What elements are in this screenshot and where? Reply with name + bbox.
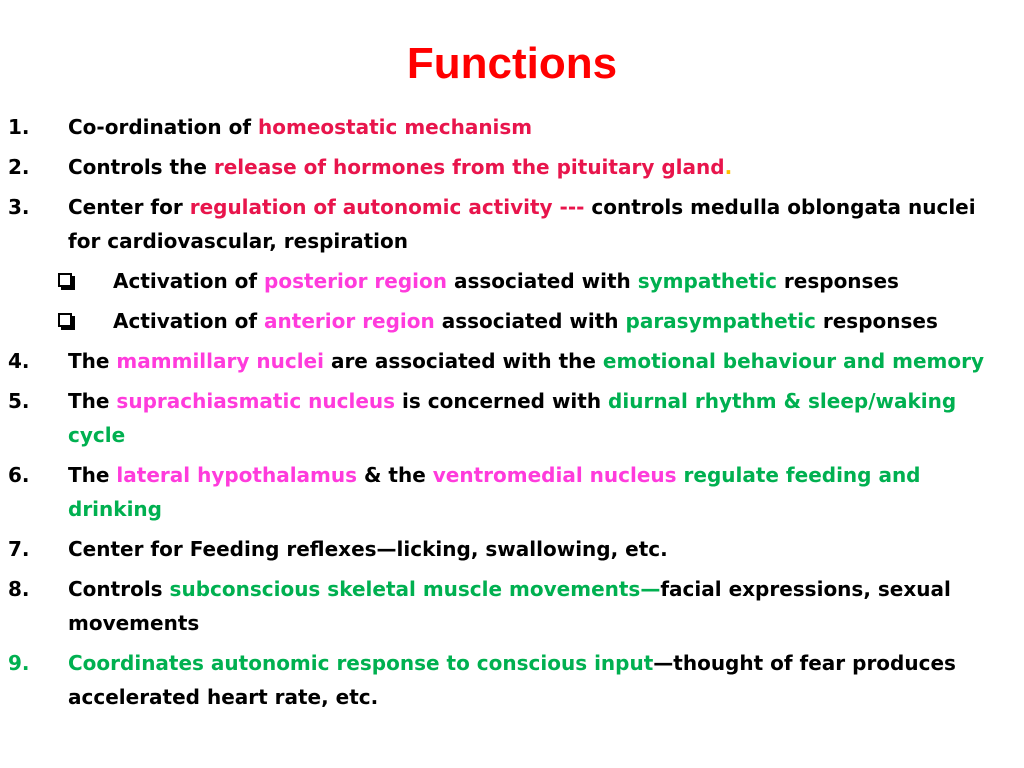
text-segment: facial expressions, sexual movements — [68, 577, 951, 635]
text-segment: ventromedial nucleus — [432, 463, 677, 487]
list-item: 5. The suprachiasmatic nucleus is concern… — [0, 384, 1024, 452]
sub-list-item: Activation of anterior region associated… — [0, 304, 1024, 338]
text-segment: mammillary nuclei — [116, 349, 324, 373]
list-item-number: 6. — [8, 463, 30, 487]
list-item-text: Controls subconscious skeletal muscle mo… — [68, 577, 951, 635]
list-item: 7. Center for Feeding reflexes—licking, s… — [0, 532, 1024, 566]
list-item-text: Center for Feeding reflexes—licking, swa… — [68, 537, 668, 561]
text-segment: emotional behaviour and memory — [602, 349, 984, 373]
text-segment: Coordinates autonomic response to consci… — [68, 651, 654, 675]
list-item-number: 5. — [8, 389, 30, 413]
checkbox-bullet-icon — [58, 273, 72, 287]
text-segment: subconscious skeletal muscle movements— — [169, 577, 661, 601]
list-item: 1. Co-ordination of homeostatic mechanism — [0, 110, 1024, 144]
text-segment: . — [724, 155, 733, 179]
text-segment: The — [68, 389, 117, 413]
text-segment: Center for — [68, 195, 190, 219]
slide-title: Functions — [406, 39, 618, 88]
text-segment: Controls — [68, 577, 170, 601]
text-segment: The — [68, 463, 117, 487]
text-segment: are associated with the — [323, 349, 603, 373]
list-item: 2. Controls the release of hormones from … — [0, 150, 1024, 184]
text-segment: controls medulla oblongata nuclei for ca… — [68, 195, 976, 253]
text-segment: The — [68, 349, 117, 373]
list-item-number: 9. — [8, 651, 30, 675]
list-item-text: Center for regulation of autonomic activ… — [68, 195, 976, 253]
text-segment: release of hormones from the pituitary g… — [213, 155, 725, 179]
list-item-number: 1. — [8, 115, 30, 139]
text-segment: & the — [357, 463, 433, 487]
list-item: 8. Controls subconscious skeletal muscle … — [0, 572, 1024, 640]
text-segment: posterior region — [264, 269, 447, 293]
text-segment: suprachiasmatic nucleus — [116, 389, 396, 413]
text-segment: Activation of — [113, 309, 265, 333]
text-segment: associated with — [434, 309, 626, 333]
checkbox-bullet-icon — [58, 313, 72, 327]
functions-list: 1. Co-ordination of homeostatic mechanism… — [0, 110, 1024, 720]
list-item-text: Controls the release of hormones from th… — [68, 155, 732, 179]
list-item: 4. The mammillary nuclei are associated w… — [0, 344, 1024, 378]
list-item-text: The lateral hypothalamus & the ventromed… — [68, 463, 921, 521]
list-item-text: Coordinates autonomic response to consci… — [68, 651, 956, 709]
text-segment: Controls the — [68, 155, 214, 179]
text-segment: anterior region — [264, 309, 435, 333]
text-segment: Center for Feeding reflexes—licking, swa… — [68, 537, 668, 561]
list-item-number: 3. — [8, 195, 30, 219]
text-segment: associated with — [447, 269, 638, 293]
list-item-number: 2. — [8, 155, 30, 179]
list-item-number: 4. — [8, 349, 30, 373]
text-segment: responses — [815, 309, 938, 333]
text-segment: regulation of autonomic activity --- — [189, 195, 585, 219]
text-segment: —thought of fear produces accelerated he… — [68, 651, 956, 709]
text-segment: homeostatic mechanism — [258, 115, 533, 139]
text-segment: Co-ordination of — [68, 115, 258, 139]
text-segment: parasympathetic — [625, 309, 816, 333]
text-segment: sympathetic — [637, 269, 777, 293]
list-item: 6. The lateral hypothalamus & the ventrom… — [0, 458, 1024, 526]
list-item-text: Activation of anterior region associated… — [113, 309, 938, 333]
text-segment: diurnal rhythm & sleep/waking cycle — [68, 389, 957, 447]
list-item-number: 7. — [8, 537, 30, 561]
list-item-text: Co-ordination of homeostatic mechanism — [68, 115, 532, 139]
text-segment: Activation of — [113, 269, 265, 293]
list-item: 9. Coordinates autonomic response to cons… — [0, 646, 1024, 714]
sub-list-item: Activation of posterior region associate… — [0, 264, 1024, 298]
text-segment: lateral hypothalamus — [116, 463, 358, 487]
list-item-number: 8. — [8, 577, 30, 601]
list-item-text: Activation of posterior region associate… — [113, 269, 899, 293]
list-item-text: The suprachiasmatic nucleus is concerned… — [68, 389, 956, 447]
text-segment: regulate feeding and drinking — [68, 463, 921, 521]
text-segment: responses — [776, 269, 899, 293]
text-segment: is concerned with — [395, 389, 609, 413]
list-item-text: The mammillary nuclei are associated wit… — [68, 349, 984, 373]
list-item: 3. Center for regulation of autonomic act… — [0, 190, 1024, 258]
